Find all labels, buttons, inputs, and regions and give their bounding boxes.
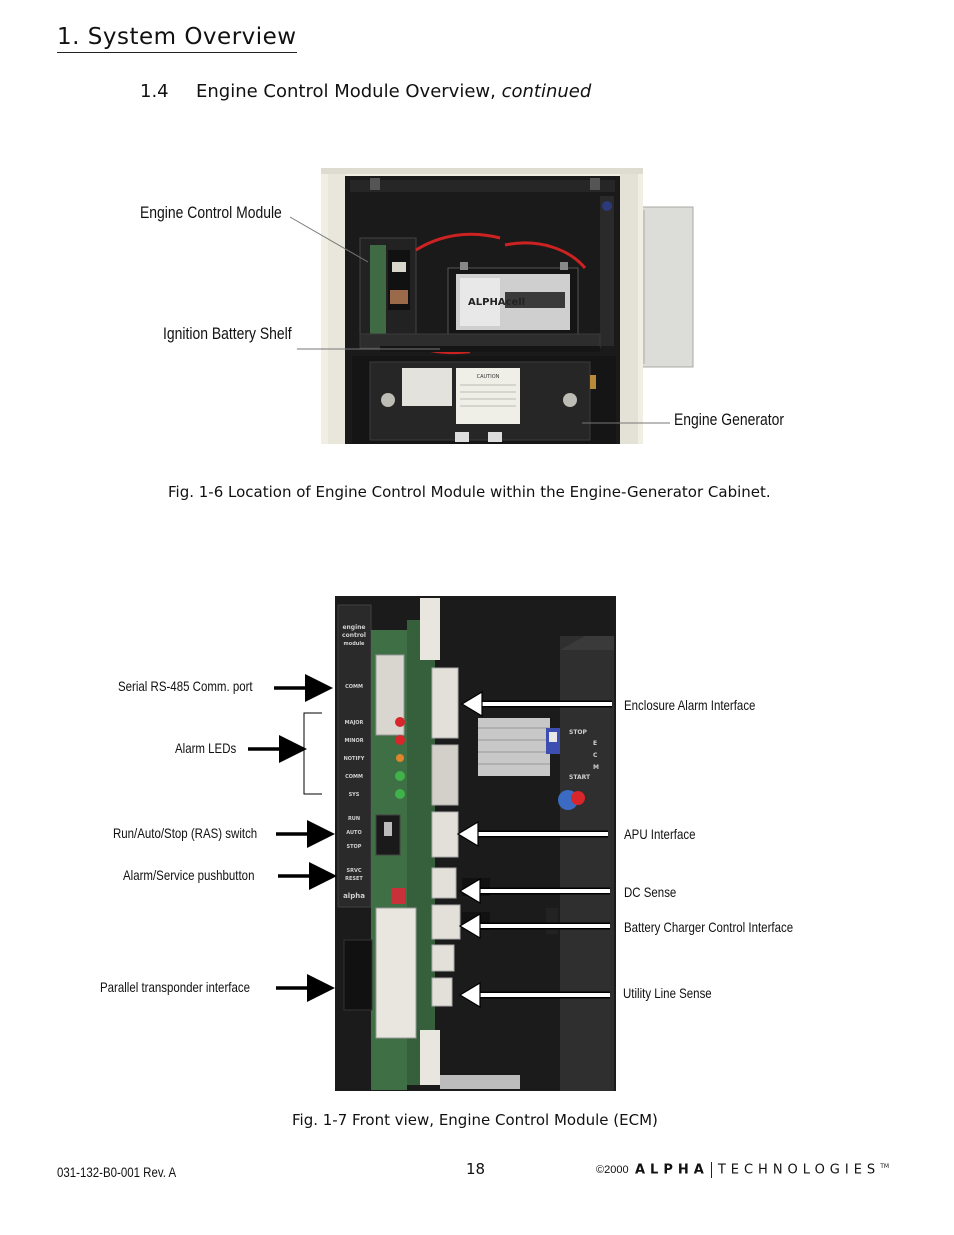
logo-tm: TM xyxy=(880,1163,890,1171)
callout-utility-line-sense: Utility Line Sense xyxy=(623,985,712,1001)
panel-label-stop: STOP xyxy=(347,844,362,850)
callout-alarm-leds: Alarm LEDs xyxy=(175,740,237,756)
sys-led xyxy=(395,789,405,799)
relay-block xyxy=(478,718,550,776)
section-title-italic: continued xyxy=(501,81,592,102)
panel-label-logo: alpha xyxy=(343,892,365,900)
page-title: 1. System Overview xyxy=(57,24,297,53)
callout-engine-generator: Engine Generator xyxy=(674,410,785,429)
side-label-start: START xyxy=(569,774,591,781)
alpha-technologies-logo: ALPHA TECHNOLOGIESTM xyxy=(635,1162,889,1178)
panel-label-reset: RESET xyxy=(345,876,363,882)
side-label-m: M xyxy=(593,764,599,771)
side-label-c: C xyxy=(593,752,598,759)
cabinet-side-box xyxy=(638,206,694,368)
minor-led xyxy=(395,735,405,745)
arrow-battery-charger xyxy=(458,912,610,940)
enclosure-alarm-connector xyxy=(431,667,459,739)
panel-label-auto: AUTO xyxy=(346,830,361,836)
footer-doc-number: 031-132-B0-001 Rev. A xyxy=(57,1164,177,1180)
callout-engine-control-module: Engine Control Module xyxy=(140,203,282,222)
page-number: 18 xyxy=(466,1160,486,1178)
panel-label-run: RUN xyxy=(348,816,360,822)
arrow-enclosure-alarm xyxy=(460,690,612,718)
caution-label: CAUTION xyxy=(477,374,500,380)
ecm-side-cover xyxy=(560,636,614,1091)
panel-label-notify: NOTIFY xyxy=(344,756,365,762)
caution-label-plate xyxy=(456,368,520,424)
callout-parallel-transponder: Parallel transponder interface xyxy=(100,979,250,995)
panel-label-comm-led: COMM xyxy=(345,774,363,780)
callout-dc-sense: DC Sense xyxy=(624,884,677,900)
apu-connector xyxy=(431,811,459,858)
parallel-transponder-connector xyxy=(375,907,417,1039)
comm-led xyxy=(395,771,405,781)
notify-led xyxy=(396,754,404,762)
dc-sense-connector xyxy=(431,867,457,899)
panel-label-sys: SYS xyxy=(349,792,360,798)
callout-battery-charger: Battery Charger Control Interface xyxy=(624,919,794,935)
logo-technologies: TECHNOLOGIES xyxy=(717,1162,881,1178)
section-title: Engine Control Module Overview, xyxy=(196,81,502,102)
alarm-service-pushbutton xyxy=(391,888,405,904)
panel-label-srvc: SRVC xyxy=(347,868,362,874)
callout-apu-interface: APU Interface xyxy=(624,826,696,842)
battery-charger-connector xyxy=(431,904,461,940)
panel-brand-control: control xyxy=(342,632,366,639)
panel-label-minor: MINOR xyxy=(344,738,363,744)
logo-alpha: ALPHA xyxy=(635,1162,709,1178)
panel-brand-engine: engine xyxy=(342,624,365,631)
generator-label-plate xyxy=(402,368,452,406)
ecm-front-panel xyxy=(337,604,372,908)
panel-label-comm: COMM xyxy=(345,684,363,690)
figure-1-7-caption: Fig. 1-7 Front view, Engine Control Modu… xyxy=(292,1111,658,1129)
side-label-e: E xyxy=(593,740,597,747)
major-led xyxy=(395,717,405,727)
section-heading: 1.4 Engine Control Module Overview, conti… xyxy=(140,81,591,102)
side-label-stop: STOP xyxy=(569,729,588,736)
figure-1-6-caption: Fig. 1-6 Location of Engine Control Modu… xyxy=(168,483,771,501)
arrow-dc-sense xyxy=(458,877,610,905)
arrow-apu xyxy=(456,820,608,848)
footer-copyright: ©2000 xyxy=(596,1164,629,1176)
panel-brand-module: module xyxy=(344,641,365,647)
section-number: 1.4 xyxy=(140,81,169,102)
battery-brand-label: ALPHAcell xyxy=(468,297,525,308)
ras-switch xyxy=(375,814,401,856)
callout-enclosure-alarm: Enclosure Alarm Interface xyxy=(624,697,756,713)
alarm-leds-bracket xyxy=(303,712,322,795)
ecm-leader-line xyxy=(289,216,369,263)
utility-line-connector xyxy=(431,977,453,1007)
callout-ignition-battery-shelf: Ignition Battery Shelf xyxy=(163,324,292,343)
arrow-utility-line xyxy=(458,981,610,1009)
start-button xyxy=(571,791,585,805)
callout-serial-rs485: Serial RS-485 Comm. port xyxy=(118,678,253,694)
callout-service-pushbutton: Alarm/Service pushbutton xyxy=(123,867,255,883)
panel-label-major: MAJOR xyxy=(345,720,364,726)
callout-ras-switch: Run/Auto/Stop (RAS) switch xyxy=(113,825,258,841)
